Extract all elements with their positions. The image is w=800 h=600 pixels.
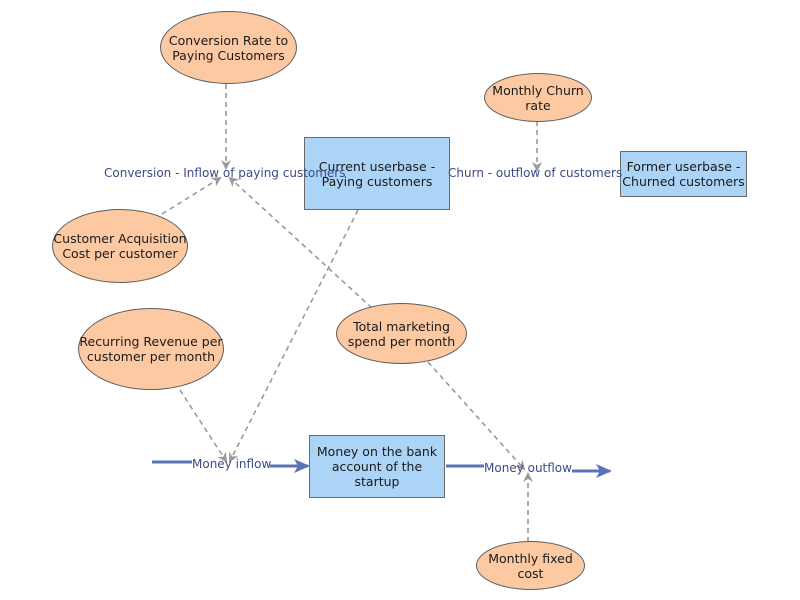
link-userbase-to-money-inflow [229, 209, 359, 463]
recurring-revenue-node[interactable]: Recurring Revenue per customer per month [78, 308, 224, 390]
total-marketing-spend-node[interactable]: Total marketing spend per month [336, 303, 467, 364]
conversion-flow-label[interactable]: Conversion - Inflow of paying customers [104, 166, 346, 180]
bank-account-stock[interactable]: Money on the bank account of the startup [309, 435, 445, 498]
link-revenue-to-money-inflow [179, 389, 228, 463]
customer-acquisition-cost-node[interactable]: Customer Acquisition Cost per customer [52, 209, 188, 283]
money-outflow-label[interactable]: Money outflow [484, 461, 572, 475]
money-inflow-label[interactable]: Money inflow [192, 457, 272, 471]
link-marketing-to-money-outflow [427, 361, 526, 471]
monthly-fixed-cost-node[interactable]: Monthly fixed cost [476, 541, 585, 590]
monthly-churn-rate-node[interactable]: Monthly Churn rate [484, 73, 592, 122]
link-cac-to-conversion [161, 176, 222, 215]
current-userbase-stock[interactable]: Current userbase - Paying customers [304, 137, 450, 210]
conversion-rate-node[interactable]: Conversion Rate to Paying Customers [160, 11, 297, 84]
churn-flow-label[interactable]: Churn - outflow of customers [448, 166, 623, 180]
former-userbase-stock[interactable]: Former userbase - Churned customers [620, 151, 747, 197]
